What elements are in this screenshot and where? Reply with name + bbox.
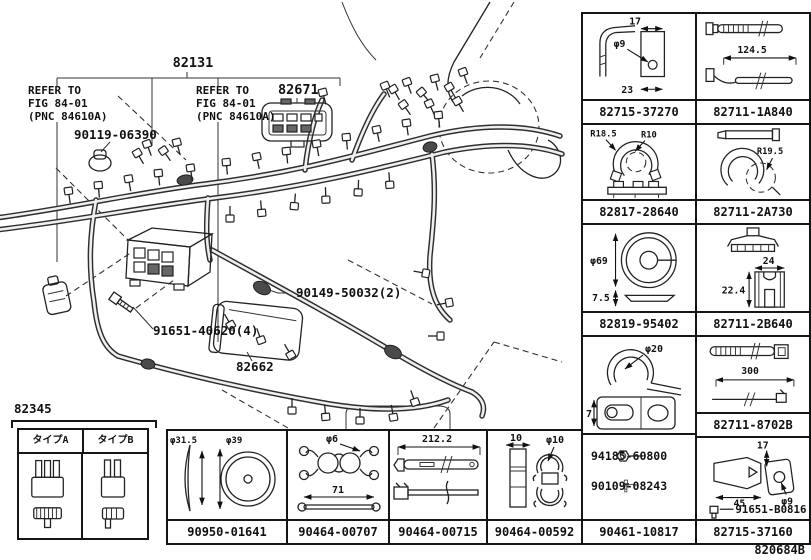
svg-text:φ69: φ69	[590, 256, 608, 267]
grid-cell-82711-2A730: R19.5 82711-2A730	[695, 123, 811, 225]
svg-text:φ20: φ20	[645, 344, 663, 355]
svg-text:R10: R10	[641, 131, 657, 141]
item-94185-60800: 94185-60800	[591, 449, 668, 463]
label-82131: 82131	[172, 55, 214, 71]
grid-cell-90461-10817: 94185-60800 90109-08243 90461-10817	[581, 433, 697, 545]
svg-text:124.5: 124.5	[737, 45, 767, 56]
svg-text:φ10: φ10	[546, 435, 564, 446]
part-number: 90464-00715	[390, 519, 486, 543]
label-90149-50032: 90149-50032(2)	[296, 285, 402, 300]
svg-text:φ39: φ39	[226, 436, 242, 446]
part-number: 82711-2A730	[697, 199, 809, 223]
svg-text:7: 7	[586, 409, 592, 420]
part-number: 82715-37270	[583, 99, 695, 123]
ecu-82662-art	[208, 300, 304, 361]
part-number: 82711-1A840	[697, 99, 809, 123]
label-82662: 82662	[236, 359, 274, 374]
item-90109-08243: 90109-08243	[591, 479, 668, 493]
strip-cell-90464-00592: 10 φ10 90464-00592	[486, 429, 583, 545]
grid-cell-82819-95402: φ69 7.5 82819-95402	[581, 223, 697, 337]
item-91651-B0816: 91651-B0816	[735, 503, 806, 516]
refer-note-mid: REFER TO FIG 84-01 (PNC 84610A)	[196, 84, 276, 123]
grommet-90119-art	[88, 149, 112, 172]
grid-cell-82711-2B640: 24 22.4 82711-2B640	[695, 223, 811, 337]
part-number: 90950-01641	[168, 519, 286, 543]
svg-text:R18.5: R18.5	[590, 130, 616, 140]
svg-text:45: 45	[733, 498, 745, 509]
svg-text:212.2: 212.2	[422, 434, 452, 445]
type-b-connector-art	[100, 459, 126, 529]
svg-text:22.4: 22.4	[722, 285, 746, 296]
svg-text:φ9: φ9	[781, 496, 793, 507]
type-a-connector-art	[31, 454, 83, 538]
svg-text:φ6: φ6	[326, 434, 338, 445]
label-82671: 82671	[278, 82, 319, 98]
type-a-header: タイプA	[19, 430, 84, 452]
strip-cell-90464-00715: 212.2 90464-00715	[388, 429, 488, 545]
part-number: 90464-00592	[488, 519, 581, 543]
svg-text:17: 17	[629, 17, 641, 28]
grid-cell-82711-8702B: 300 82711-8702B	[695, 335, 811, 438]
label-82345: 82345	[14, 401, 52, 416]
type-box-bracket	[11, 420, 157, 428]
stud-bolt-icon	[622, 479, 637, 493]
part-number: 82711-8702B	[697, 412, 809, 436]
type-b-header: タイプB	[97, 435, 134, 446]
strip-cell-90464-00707: φ6 71 90464-00707	[286, 429, 390, 545]
grommet-bl-art	[42, 275, 72, 316]
nut-icon	[616, 450, 644, 462]
grid-cell-82715-37270: 17 φ9 23 82715-37270	[581, 12, 697, 125]
svg-text:7.5: 7.5	[592, 293, 610, 304]
svg-text:23: 23	[621, 85, 633, 96]
label-91651-40620: 91651-40620(4)	[153, 323, 259, 338]
grid-cell-82711-1A840: 124.5 82711-1A840	[695, 12, 811, 125]
svg-text:φ31.5: φ31.5	[170, 436, 197, 446]
figure-code: 820684B	[754, 543, 805, 557]
grid-cell-82715-37160: 17 45 φ9 91651-B0816 82715-37160	[695, 436, 811, 545]
svg-text:24: 24	[763, 256, 775, 267]
part-number: 90464-00707	[288, 519, 388, 543]
svg-text:R19.5: R19.5	[757, 147, 783, 157]
refer-note-left: REFER TO FIG 84-01 (PNC 84610A)	[28, 84, 108, 123]
part-number: 82715-37160	[697, 519, 809, 543]
svg-text:300: 300	[741, 366, 759, 377]
svg-text:17: 17	[757, 441, 769, 452]
svg-text:71: 71	[332, 485, 344, 496]
part-number: 82817-28640	[583, 199, 695, 223]
grid-cell-clamp-phi20: φ20 7	[581, 335, 697, 435]
part-number: 82711-2B640	[697, 311, 809, 335]
type-box-82345: タイプA タイプB	[17, 428, 149, 540]
connector-82671-art	[261, 98, 333, 148]
part-number: 82819-95402	[583, 311, 695, 335]
strip-cell-90950-01641: φ31.5 φ39 90950-01641	[166, 429, 288, 545]
svg-text:φ9: φ9	[614, 39, 626, 50]
bolt-91651-art	[107, 291, 134, 313]
wiring-harness-diagram	[0, 1, 565, 430]
part-number: 90461-10817	[583, 519, 695, 543]
junction-block-art	[125, 227, 215, 291]
label-90119-06390: 90119-06390	[74, 127, 157, 142]
svg-text:10: 10	[510, 433, 522, 444]
grid-cell-82817-28640: R18.5 R10 82817-28640	[581, 123, 697, 225]
